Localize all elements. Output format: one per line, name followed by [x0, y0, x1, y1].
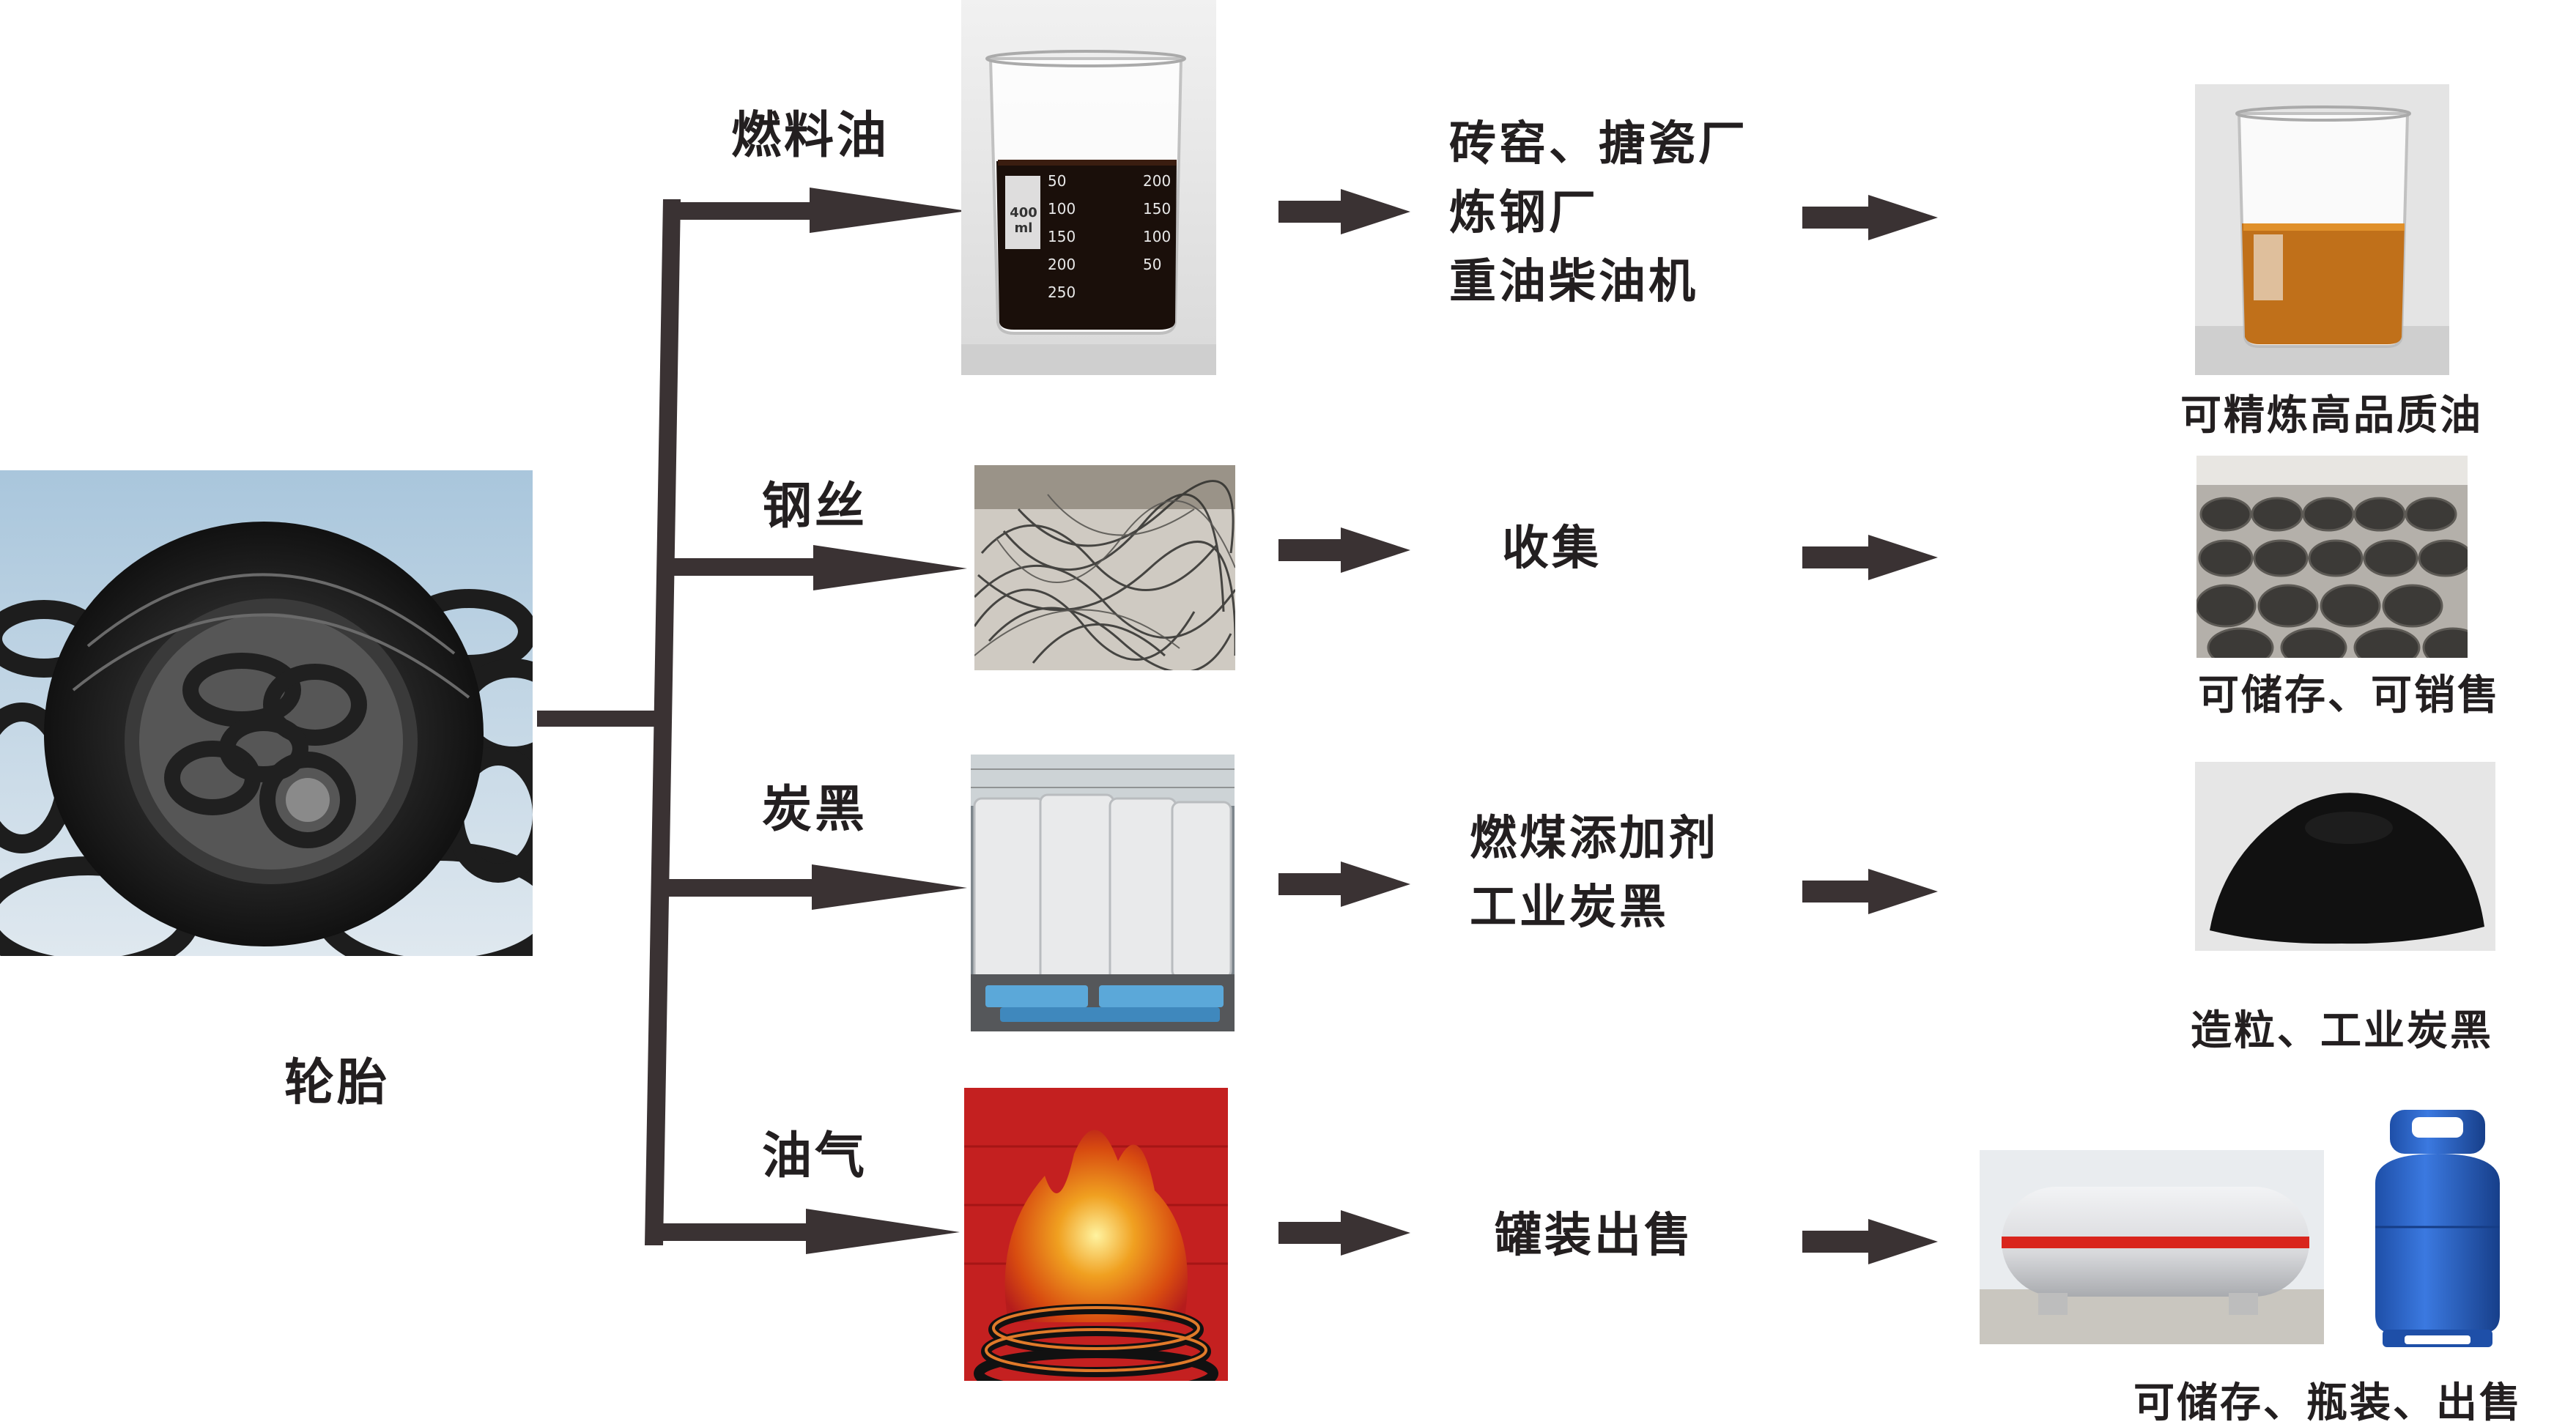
gas-storage-tank-photo	[1980, 1150, 2324, 1344]
use-item: 燃煤添加剂	[1470, 812, 1719, 866]
uses-fuel-oil: 砖窑、搪瓷厂 炼钢厂 重油柴油机	[1449, 110, 1748, 316]
refined-oil-beaker-photo	[2195, 84, 2449, 375]
use-arrow-1	[1278, 189, 1410, 234]
beaker-mark: 100	[1048, 200, 1076, 218]
result-caption-carbon-black: 造粒、工业炭黑	[2191, 1007, 2493, 1055]
result-caption-oil-gas: 可储存、瓶装、出售	[2133, 1379, 2523, 1427]
uses-oil-gas: 罐装出售	[1495, 1201, 1694, 1270]
steel-wire-photo	[974, 465, 1235, 670]
branch-arrow-steel-wire	[668, 545, 967, 590]
product-label-fuel-oil: 燃料油	[731, 107, 890, 165]
use-item: 收集	[1502, 522, 1602, 576]
product-label-carbon-black: 炭黑	[762, 781, 868, 839]
result-caption-fuel-oil: 可精炼高品质油	[2180, 392, 2483, 440]
result-arrow-2	[1802, 535, 1938, 580]
gas-flame-photo	[964, 1088, 1228, 1381]
product-label-steel-wire: 钢丝	[762, 478, 868, 535]
steel-wire-bales-photo	[2196, 456, 2468, 658]
branch-arrow-oil-gas	[654, 1209, 960, 1254]
beaker-mark: 150	[1143, 200, 1172, 218]
use-item: 工业炭黑	[1470, 881, 1669, 935]
use-item: 罐装出售	[1495, 1209, 1694, 1263]
beaker-mark: 250	[1048, 283, 1076, 301]
beaker-mark: 50	[1143, 256, 1162, 273]
fuel-oil-beaker-photo: 50 100 150 200 250 200 150 100 50 400 ml	[961, 0, 1216, 375]
gas-cylinder-photo	[2361, 1102, 2514, 1352]
beaker-capacity: 400 ml	[1010, 205, 1037, 236]
tire-pile-photo	[0, 470, 533, 956]
result-arrow-4	[1802, 1219, 1938, 1264]
product-label-oil-gas: 油气	[762, 1127, 868, 1185]
use-arrow-2	[1278, 527, 1410, 573]
result-arrow-3	[1802, 869, 1938, 914]
carbon-black-bags-photo	[971, 755, 1235, 1031]
uses-carbon-black: 燃煤添加剂 工业炭黑	[1470, 804, 1719, 942]
branch-arrow-carbon-black	[664, 864, 967, 910]
result-arrow-1	[1802, 195, 1938, 240]
result-caption-steel-wire: 可储存、可销售	[2198, 672, 2501, 719]
trunk-line	[537, 711, 654, 727]
beaker-mark: 150	[1048, 228, 1076, 245]
use-item: 重油柴油机	[1449, 255, 1698, 309]
use-arrow-3	[1278, 861, 1410, 907]
beaker-mark: 200	[1143, 172, 1172, 190]
use-item: 炼钢厂	[1449, 186, 1599, 240]
source-label-tires: 轮胎	[284, 1054, 391, 1112]
uses-steel-wire: 收集	[1502, 514, 1602, 583]
use-arrow-4	[1278, 1210, 1410, 1256]
beaker-mark: 50	[1048, 172, 1067, 190]
carbon-black-powder-photo	[2195, 762, 2495, 951]
beaker-mark: 200	[1048, 256, 1076, 273]
use-item: 砖窑、搪瓷厂	[1449, 117, 1748, 171]
branch-arrow-fuel-oil	[670, 188, 967, 233]
beaker-mark: 100	[1143, 228, 1172, 245]
backbone-line	[645, 199, 681, 1245]
